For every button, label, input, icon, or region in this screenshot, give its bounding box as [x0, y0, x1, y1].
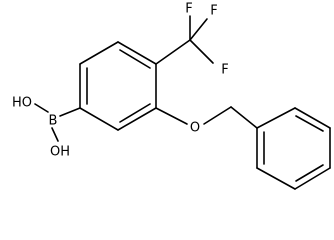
- ring-bond: [79, 107, 119, 131]
- methylene-phenyl-bond: [230, 106, 258, 129]
- ring-boron-bond: [59, 107, 81, 117]
- atom-label-fluorine-top-left: F: [185, 2, 192, 17]
- ring-cf3-bond: [155, 39, 191, 65]
- atom-label-fluorine-right: F: [221, 63, 228, 78]
- carbon-fluorine-bond: [189, 39, 214, 64]
- central-benzene-ring: [79, 41, 157, 131]
- chemical-structure-diagram: HO B OH F F F O: [12, 2, 331, 190]
- ring-oxygen-bond: [155, 107, 188, 125]
- atom-label-fluorine-top-right: F: [210, 4, 217, 19]
- carbon-fluorine-bond: [189, 18, 208, 41]
- ring-double-bond: [295, 164, 324, 182]
- ring-bond: [117, 107, 157, 131]
- ring-bond: [294, 167, 331, 190]
- atom-label-boron: B: [49, 114, 58, 129]
- atom-label-hydroxyl-bottom: OH: [50, 145, 70, 160]
- ring-bond: [117, 41, 157, 65]
- ring-bond: [79, 41, 119, 65]
- ring-bond: [256, 107, 296, 129]
- ring-double-bond: [119, 103, 151, 123]
- ring-bond: [256, 167, 296, 190]
- ring-double-bond: [119, 49, 151, 69]
- boron-oh-bottom-bond: [51, 127, 59, 142]
- atom-label-ether-oxygen: O: [190, 121, 200, 136]
- phenyl-ring: [256, 107, 331, 190]
- boron-oh-top-bond: [34, 103, 49, 113]
- trifluoromethyl-group: F F F: [155, 2, 229, 78]
- boronic-acid-group: HO B OH: [12, 96, 81, 160]
- atom-label-hydroxyl-top: HO: [12, 96, 32, 111]
- oxygen-methylene-bond: [203, 106, 232, 125]
- ring-double-bond: [295, 115, 324, 132]
- ring-bond: [294, 107, 331, 129]
- benzyloxy-group: O: [155, 106, 258, 136]
